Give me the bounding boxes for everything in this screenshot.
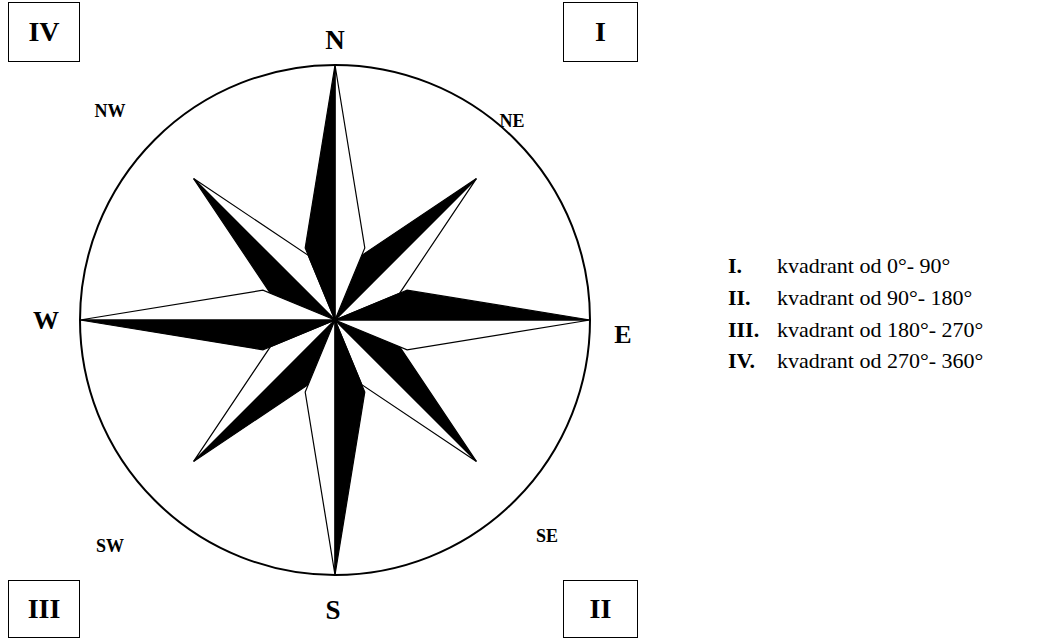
legend-text: kvadrant od 180°- 270° [777,319,983,341]
quadrant-number: III [28,595,61,623]
compass-circle [80,65,590,575]
quadrant-box: II [563,580,638,638]
quadrant-box: III [8,580,80,638]
star-ray [305,320,335,575]
star-ray [335,290,590,320]
direction-label: SW [96,537,124,555]
legend-numeral: I. [728,255,742,277]
quadrant-number: I [595,18,606,46]
star-ray [80,290,335,320]
quadrant-box: I [563,2,638,62]
star-ray [335,65,365,320]
direction-label: E [614,322,631,348]
direction-label: SE [536,527,558,545]
quadrant-number: IV [28,18,59,46]
star-ray [335,320,365,575]
legend-numeral: III. [728,319,759,341]
direction-label: NW [95,102,126,120]
legend-numeral: II. [728,287,751,309]
quadrant-box: IV [8,2,80,62]
direction-label: N [325,27,345,54]
legend-text: kvadrant od 90°- 180° [777,287,972,309]
direction-label: W [33,308,59,334]
star-ray [305,65,335,320]
legend-numeral: IV. [728,350,755,372]
quadrant-number: II [590,595,612,623]
star-ray [335,320,590,350]
star-ray [80,320,335,350]
compass-star [80,65,590,575]
direction-label: NE [499,112,524,130]
legend-text: kvadrant od 0°- 90° [777,255,950,277]
legend-text: kvadrant od 270°- 360° [777,350,983,372]
direction-label: S [325,597,340,624]
